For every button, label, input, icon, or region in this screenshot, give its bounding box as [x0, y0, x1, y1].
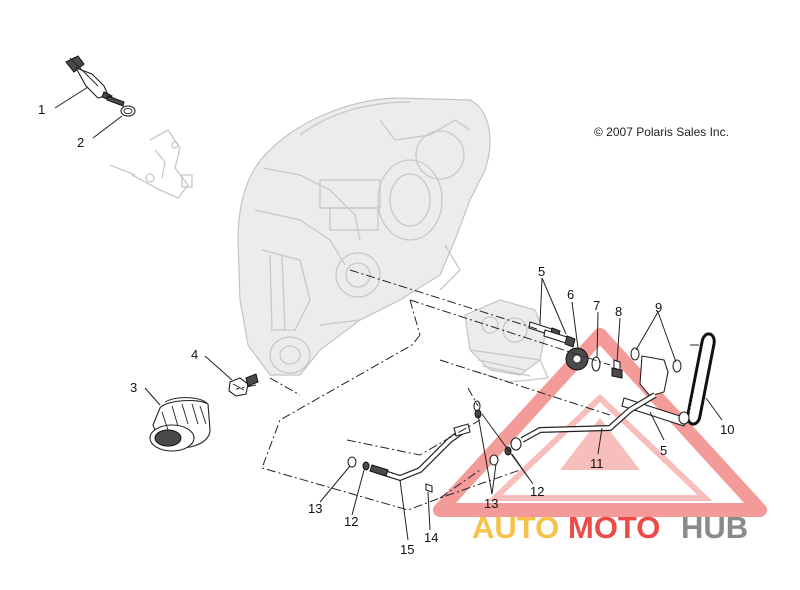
crankcase-ghost: [237, 97, 491, 376]
oil-pipe-15: [369, 423, 471, 482]
callout-13b: 13: [484, 496, 498, 511]
bracket-ghost: [109, 129, 193, 199]
callout-8: 8: [615, 304, 622, 319]
callout-9: 9: [655, 300, 662, 315]
callout-15: 15: [400, 542, 414, 557]
callout-labels: 1 2 3 4 5 5 6 7 8 9 10 11 12 12 13 13 14…: [38, 102, 734, 557]
oil-pipe-11: [510, 392, 657, 451]
watermark-hub: HUB: [681, 510, 748, 545]
chain-part: [686, 332, 716, 426]
callout-5b: 5: [660, 443, 667, 458]
washers-group: [347, 400, 512, 493]
o-ring-9b: [672, 359, 682, 373]
callout-12a: 12: [530, 484, 544, 499]
oil-filter-part: [149, 397, 211, 452]
copyright-notice: © 2007 Polaris Sales Inc.: [594, 125, 729, 139]
callout-12b: 12: [344, 514, 358, 529]
o-ring-9a: [630, 347, 640, 361]
washer-part: [591, 356, 601, 372]
watermark-auto: AUTO: [472, 510, 559, 545]
callout-13a: 13: [308, 501, 322, 516]
fitting-part: [228, 373, 259, 397]
watermark-text: AUTO MOTO HUB: [472, 510, 748, 545]
callout-2: 2: [77, 135, 84, 150]
watermark-moto: MOTO: [568, 510, 660, 545]
callout-4: 4: [191, 347, 198, 362]
leader-lines: [54, 86, 723, 541]
dipstick-part: [65, 55, 125, 107]
small-bolt-part: [611, 359, 623, 379]
callout-3: 3: [130, 380, 137, 395]
callout-6: 6: [567, 287, 574, 302]
callout-11: 11: [590, 456, 604, 471]
callout-5a: 5: [538, 264, 545, 279]
callout-14: 14: [424, 530, 438, 545]
callout-1: 1: [38, 102, 45, 117]
assembly-lines: [235, 269, 700, 511]
oil-pump-ghost: [464, 299, 549, 383]
callout-7: 7: [593, 298, 600, 313]
callout-10: 10: [720, 422, 734, 437]
o-ring-part: [120, 105, 136, 117]
sprocket-part: [565, 347, 589, 371]
bolts-part: [528, 321, 576, 348]
